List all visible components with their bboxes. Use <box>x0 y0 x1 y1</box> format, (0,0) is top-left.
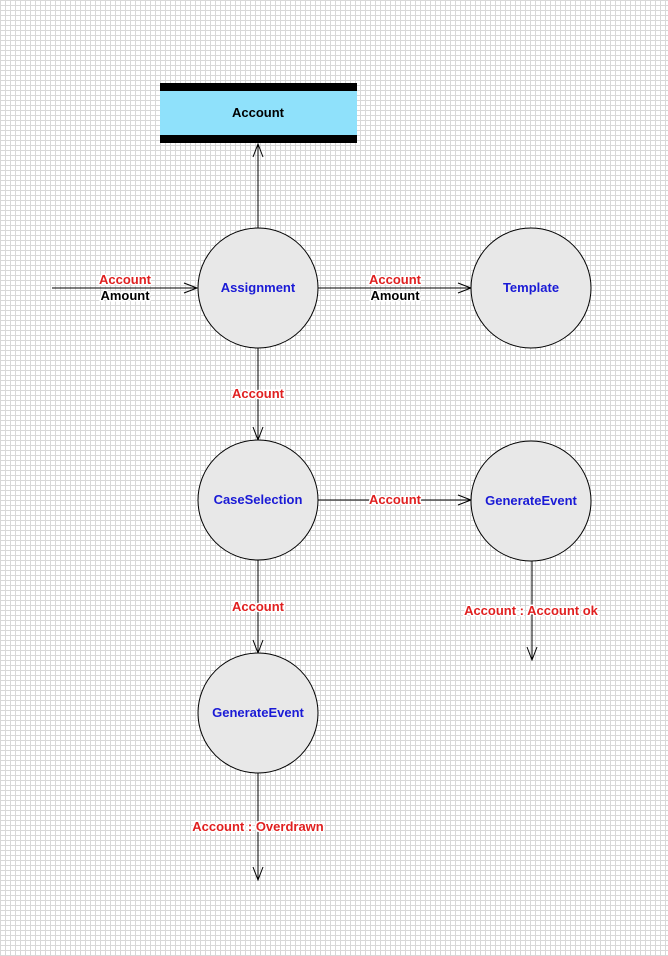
process-assignment[interactable]: Assignment <box>197 227 319 349</box>
data-store-label: Account <box>232 105 285 120</box>
arrowhead-icon <box>252 142 264 158</box>
process-template[interactable]: Template <box>470 227 592 349</box>
flow-assignment-to-template[interactable]: Account Amount <box>318 271 473 305</box>
flow-label: Account <box>232 599 285 614</box>
flow-assignment-to-caseselection[interactable]: Account <box>231 348 286 442</box>
flow-label-line1: Account <box>99 272 152 287</box>
process-label: GenerateEvent <box>212 705 304 720</box>
process-circle <box>470 440 592 562</box>
flow-caseselection-to-generateevent-right[interactable]: Account <box>318 491 473 509</box>
arrowhead-icon <box>183 282 199 294</box>
flow-assignment-to-store[interactable] <box>252 142 264 228</box>
process-circle <box>197 227 319 349</box>
flow-label: Account : Overdrawn <box>192 819 324 834</box>
arrowhead-icon <box>526 646 538 662</box>
flow-incoming-to-assignment[interactable]: Account Amount <box>52 271 199 305</box>
process-generateevent-bottom[interactable]: GenerateEvent <box>197 652 319 774</box>
flow-label-line1: Account <box>369 272 422 287</box>
flow-label: Account : Account ok <box>464 603 599 618</box>
process-label: GenerateEvent <box>485 493 577 508</box>
process-label: CaseSelection <box>214 492 303 507</box>
flow-label-line2: Amount <box>370 288 420 303</box>
data-store-body <box>160 83 357 142</box>
flow-generateevent-right-out[interactable]: Account : Account ok <box>463 561 600 662</box>
data-store-bottom-bar <box>160 135 357 143</box>
process-label: Assignment <box>221 280 296 295</box>
flow-label-line2: Amount <box>100 288 150 303</box>
flow-label: Account <box>369 492 422 507</box>
flow-generateevent-bottom-out[interactable]: Account : Overdrawn <box>191 773 325 882</box>
process-generateevent-right[interactable]: GenerateEvent <box>470 440 592 562</box>
process-circle <box>197 439 319 561</box>
arrowhead-icon <box>252 866 264 882</box>
process-circle <box>470 227 592 349</box>
process-label: Template <box>503 280 559 295</box>
flow-caseselection-to-generateevent-bottom[interactable]: Account <box>231 560 286 655</box>
process-caseselection[interactable]: CaseSelection <box>197 439 319 561</box>
data-store-account[interactable]: Account <box>160 83 357 143</box>
data-store-top-bar <box>160 83 357 91</box>
flow-label: Account <box>232 386 285 401</box>
process-circle <box>197 652 319 774</box>
